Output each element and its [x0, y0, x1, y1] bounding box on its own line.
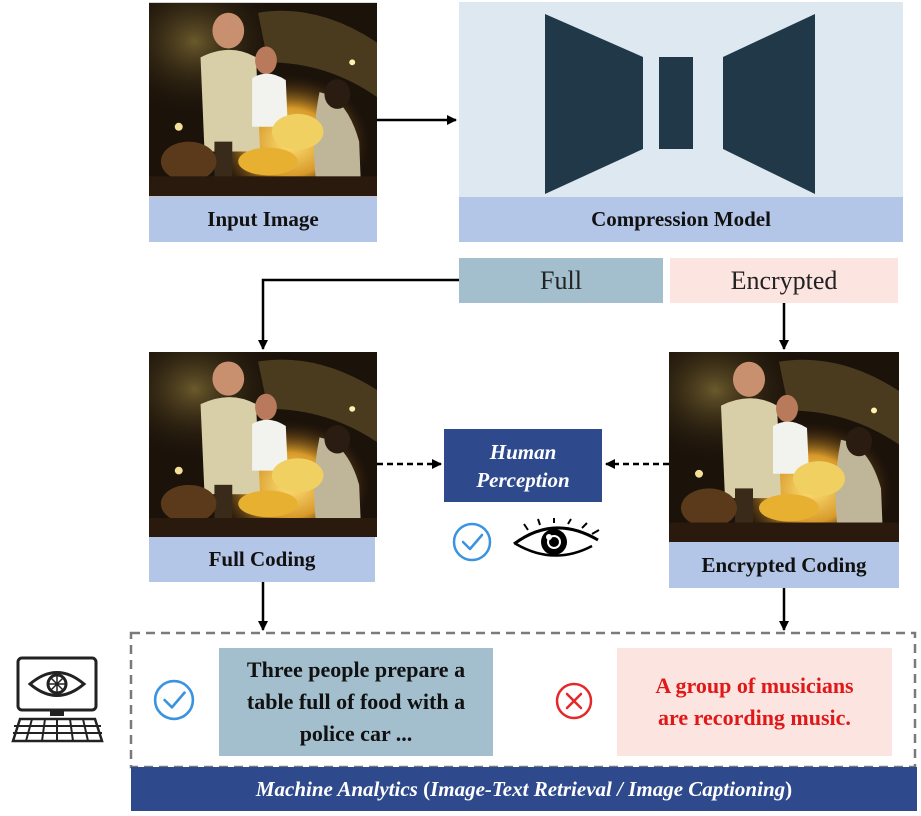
full-caption-box: Three people prepare a table full of foo… [219, 648, 493, 756]
check-circle-icon [452, 522, 492, 562]
input-image [149, 2, 377, 197]
encoder-decoder-icon [545, 14, 815, 194]
encrypted-caption-text: A group of musicians are recording music… [655, 673, 854, 730]
cross-circle-icon [554, 681, 594, 721]
human-perception-line2: Perception [476, 467, 570, 492]
human-perception-box: Human Perception [444, 429, 602, 502]
computer-eye-icon [10, 655, 105, 745]
compression-model-panel [459, 2, 903, 197]
full-mode-tag: Full [459, 258, 663, 303]
machine-analytics-banner: Machine Analytics (Image-Text Retrieval … [131, 767, 917, 811]
encrypted-coding-image [669, 352, 899, 542]
full-coding-label: Full Coding [149, 537, 375, 582]
full-caption-check-icon [153, 679, 195, 721]
banner-tasks: Image-Text Retrieval / Image Captioning [430, 776, 786, 801]
human-perception-line1: Human [489, 439, 557, 464]
encrypted-coding-label: Encrypted Coding [669, 542, 899, 588]
encrypted-mode-tag: Encrypted [670, 258, 898, 303]
eye-icon [508, 518, 604, 564]
full-caption-text: Three people prepare a table full of foo… [246, 657, 466, 746]
banner-title: Machine Analytics [255, 776, 418, 801]
full-coding-image [149, 352, 377, 537]
banner-open-paren: ( [417, 776, 431, 801]
encrypted-caption-box: A group of musicians are recording music… [617, 648, 892, 756]
compression-model-label: Compression Model [459, 197, 903, 242]
input-image-label: Input Image [149, 197, 377, 242]
banner-close-paren: ) [785, 776, 793, 801]
